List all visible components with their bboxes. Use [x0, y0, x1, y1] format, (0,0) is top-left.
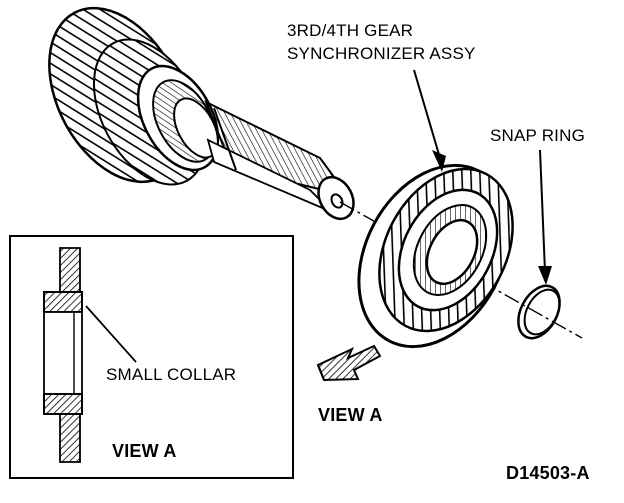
synchronizer-assembly — [357, 163, 514, 349]
figure-code-label: D14503-A — [506, 463, 590, 483]
main-gear — [48, 6, 220, 186]
snap-ring-label: SNAP RING — [490, 126, 586, 145]
snap-ring — [517, 284, 561, 340]
small-collar-label: SMALL COLLAR — [106, 365, 237, 384]
view-a-inset-label: VIEW A — [112, 441, 177, 461]
synchronizer-leader-arrow — [413, 69, 446, 172]
output-shaft — [204, 99, 355, 221]
synchronizer-label-line1: 3RD/4TH GEAR — [287, 21, 414, 40]
snap-ring-leader-arrow — [538, 149, 552, 285]
synchronizer-label-line2: SYNCHRONIZER ASSY — [287, 44, 476, 63]
view-a-inset — [9, 235, 294, 479]
view-a-arrow-label: VIEW A — [318, 405, 383, 425]
view-a-direction-arrow — [316, 344, 382, 382]
